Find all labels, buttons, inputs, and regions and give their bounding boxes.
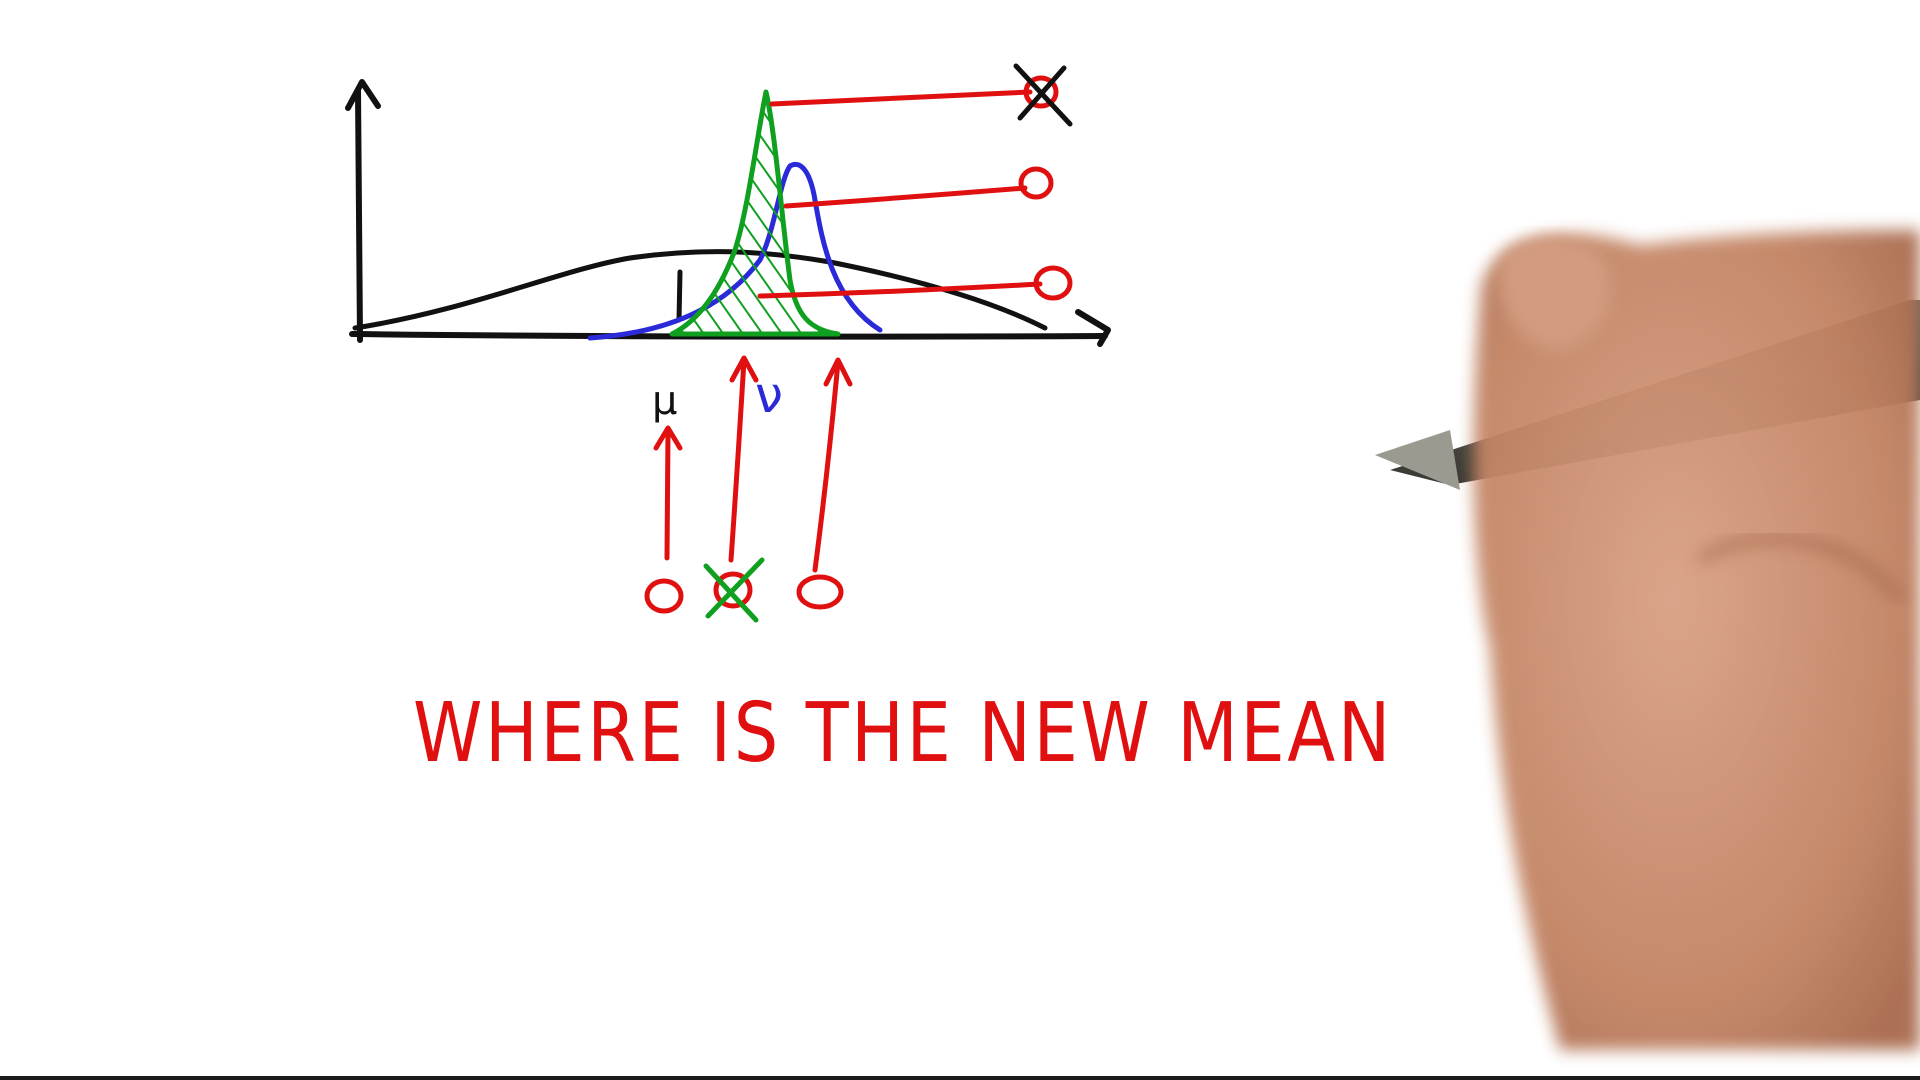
mean-tick [676, 269, 683, 323]
question-text: WHERE IS THE NEW MEAN [413, 686, 1393, 781]
green-x-mark-icon [703, 557, 765, 623]
y-axis-arrowhead [345, 79, 381, 111]
sample-circles-right [1018, 75, 1073, 301]
hand-holding-pen-icon [1375, 230, 1920, 1050]
x-axis-arrowhead [1075, 309, 1111, 347]
bottom-bar [0, 1076, 1920, 1080]
mean-label: μ [652, 378, 680, 424]
second-mean-label: ν [755, 366, 786, 424]
sample-arrows [653, 355, 853, 573]
sample-lines-right [757, 89, 1043, 299]
sample-circles-bottom [644, 571, 844, 614]
posterior-gaussian [669, 89, 841, 337]
y-axis [355, 87, 363, 343]
x-mark-icon [1013, 63, 1073, 127]
